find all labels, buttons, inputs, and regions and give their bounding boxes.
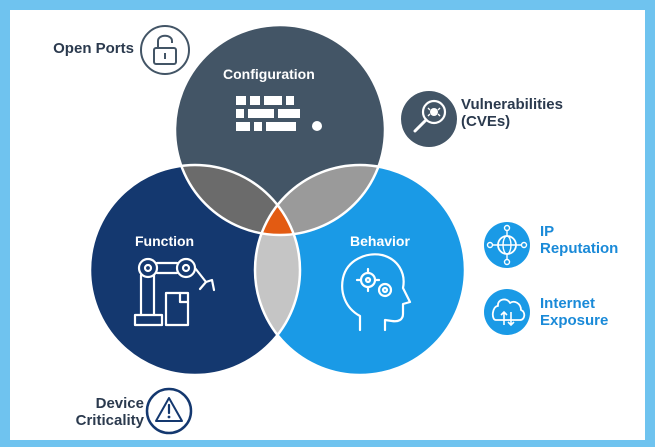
warning-triangle-icon xyxy=(145,387,193,435)
ip-line1: IP xyxy=(540,223,555,240)
open-ports-label: Open Ports xyxy=(53,40,134,57)
robot-arm-icon xyxy=(133,257,216,327)
ip-reputation-label: IP Reputation xyxy=(540,223,618,257)
internet-line2: Exposure xyxy=(540,312,609,329)
configuration-label: Configuration xyxy=(223,66,315,82)
circle-outlines xyxy=(88,23,467,377)
magnifier-bug-icon xyxy=(401,91,457,147)
vulnerabilities-label: Vulnerabilities (CVEs) xyxy=(461,96,563,130)
internet-exposure-label: Internet Exposure xyxy=(540,295,608,329)
brain-gears-icon xyxy=(341,253,412,332)
text-lines-icon xyxy=(236,96,322,131)
venn-diagram xyxy=(88,23,530,435)
device-criticality-label: Device Criticality xyxy=(40,395,144,429)
cloud-transfer-icon xyxy=(484,289,530,335)
overlap-config-behavior xyxy=(255,165,385,235)
network-globe-icon xyxy=(484,222,530,268)
internet-line1: Internet xyxy=(540,295,596,312)
device-line2: Criticality xyxy=(75,412,144,429)
padlock-icon xyxy=(140,25,190,75)
ip-line2: Reputation xyxy=(540,240,619,257)
device-line1: Device xyxy=(95,395,144,412)
diagram-panel: Configuration Function Behavior Open Por… xyxy=(10,10,645,440)
vulnerabilities-line1: Vulnerabilities xyxy=(461,96,563,113)
behavior-label: Behavior xyxy=(350,233,410,249)
overlap-config-function xyxy=(175,165,300,235)
function-label: Function xyxy=(135,233,195,249)
vulnerabilities-line2: (CVEs) xyxy=(461,113,511,130)
